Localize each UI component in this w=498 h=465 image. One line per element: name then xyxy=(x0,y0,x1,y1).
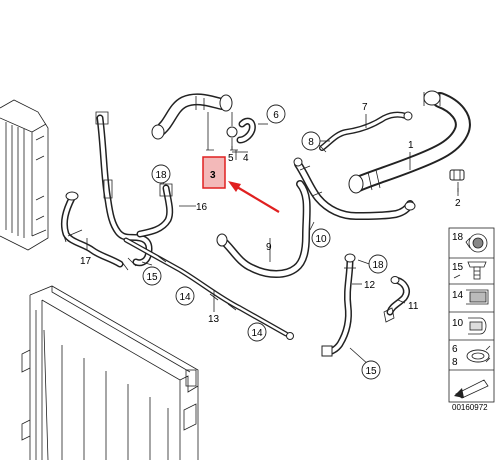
circled-callout-18-b: 18 xyxy=(368,254,388,274)
legend-item-18: 18 xyxy=(452,232,488,253)
svg-text:15: 15 xyxy=(452,262,464,273)
callouts: 1 2 3 4 5 7 9 11 12 13 16 17 xyxy=(80,102,461,325)
hose-7 xyxy=(317,111,413,153)
callout-17: 17 xyxy=(80,256,92,267)
svg-text:18: 18 xyxy=(452,232,464,243)
red-arrow xyxy=(228,181,280,213)
svg-text:6: 6 xyxy=(273,110,279,121)
callout-2: 2 xyxy=(455,198,461,209)
svg-text:18: 18 xyxy=(372,260,384,271)
callout-3: 3 xyxy=(210,170,216,181)
clip-6 xyxy=(236,117,256,144)
callout-4: 4 xyxy=(243,153,249,164)
svg-text:15: 15 xyxy=(365,366,377,377)
callout-5: 5 xyxy=(228,153,234,164)
hose-16 xyxy=(95,111,174,271)
circled-callout-10: 10 xyxy=(311,228,331,248)
callout-9: 9 xyxy=(266,242,272,253)
svg-text:15: 15 xyxy=(146,272,158,283)
svg-text:14: 14 xyxy=(452,290,464,301)
hose-3 xyxy=(151,93,238,151)
hose-9 xyxy=(216,180,311,278)
circled-callout-6: 6 xyxy=(266,104,286,124)
callout-16: 16 xyxy=(196,202,208,213)
legend-item-10: 10 xyxy=(452,317,487,335)
callout-11: 11 xyxy=(408,301,419,312)
callout-7: 7 xyxy=(362,102,368,113)
radiator-top-left xyxy=(0,99,49,251)
circled-callout-8: 8 xyxy=(301,131,321,151)
diagram-id: 00160972 xyxy=(452,403,488,412)
callout-13: 13 xyxy=(208,314,220,325)
svg-text:8: 8 xyxy=(308,137,314,148)
svg-text:6: 6 xyxy=(452,344,458,355)
legend-item-15: 15 xyxy=(452,261,487,280)
legend-item-arrow xyxy=(454,379,489,399)
radiator-bottom xyxy=(21,285,199,461)
svg-text:14: 14 xyxy=(179,292,191,303)
tube-13 xyxy=(123,237,294,340)
hose-12 xyxy=(321,253,356,357)
highlight-part-3 xyxy=(202,156,226,189)
legend-item-6-8: 6 8 xyxy=(452,344,491,368)
hose-1 xyxy=(348,90,471,194)
svg-text:10: 10 xyxy=(452,318,464,329)
callout-12: 12 xyxy=(364,280,376,291)
svg-text:10: 10 xyxy=(315,234,327,245)
svg-text:8: 8 xyxy=(452,357,458,368)
circled-callout-15-b: 15 xyxy=(361,360,381,380)
circled-callout-14-a: 14 xyxy=(175,286,195,306)
circled-callout-15-a: 15 xyxy=(142,266,162,286)
clamp-2 xyxy=(449,169,465,192)
callout-1: 1 xyxy=(408,140,414,151)
svg-text:14: 14 xyxy=(251,328,263,339)
hose-10 xyxy=(293,157,416,220)
hose-17 xyxy=(60,191,124,268)
legend-item-14: 14 xyxy=(452,289,489,305)
circled-callout-14-b: 14 xyxy=(247,322,267,342)
svg-text:18: 18 xyxy=(155,170,167,181)
legend-panel xyxy=(448,227,495,403)
circled-callout-18-a: 18 xyxy=(151,164,171,184)
hose-11 xyxy=(383,276,410,323)
